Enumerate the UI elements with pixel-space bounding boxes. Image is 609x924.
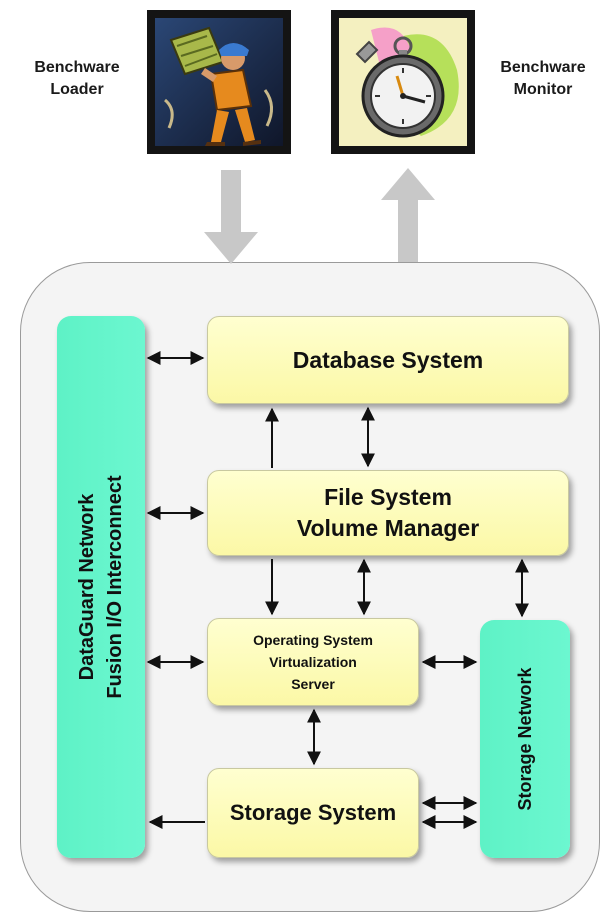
os-label-line-2: Virtualization <box>269 654 357 670</box>
storage-system-label: Storage System <box>229 800 397 825</box>
benchware-loader-label: Benchware Loader <box>22 57 132 101</box>
os-label-line-3: Server <box>291 676 335 692</box>
monitor-label-line-1: Benchware <box>500 59 586 76</box>
database-system-label: Database System <box>292 346 484 373</box>
loader-label-line-2: Loader <box>50 81 104 98</box>
benchware-monitor-label: Benchware Monitor <box>488 57 598 101</box>
load-flow-arrow <box>204 170 258 264</box>
worker-carrying-box-icon <box>147 10 291 154</box>
storage-system-box: Storage System <box>207 768 419 858</box>
storage-network-bar: Storage Network <box>480 620 570 858</box>
monitor-flow-arrow <box>381 168 435 262</box>
file-system-label: File System <box>324 484 452 510</box>
stopwatch-icon <box>331 10 475 154</box>
os-label-line-1: Operating System <box>253 632 373 648</box>
monitor-label-line-2: Monitor <box>513 81 573 98</box>
interconnect-bar: DataGuard Network Fusion I/O Interconnec… <box>57 316 145 858</box>
volume-manager-label: Volume Manager <box>296 515 480 541</box>
operating-system-box: Operating System Virtualization Server <box>207 618 419 706</box>
file-system-box: File System Volume Manager <box>207 470 569 556</box>
database-system-box: Database System <box>207 316 569 404</box>
loader-label-line-1: Benchware <box>34 59 120 76</box>
